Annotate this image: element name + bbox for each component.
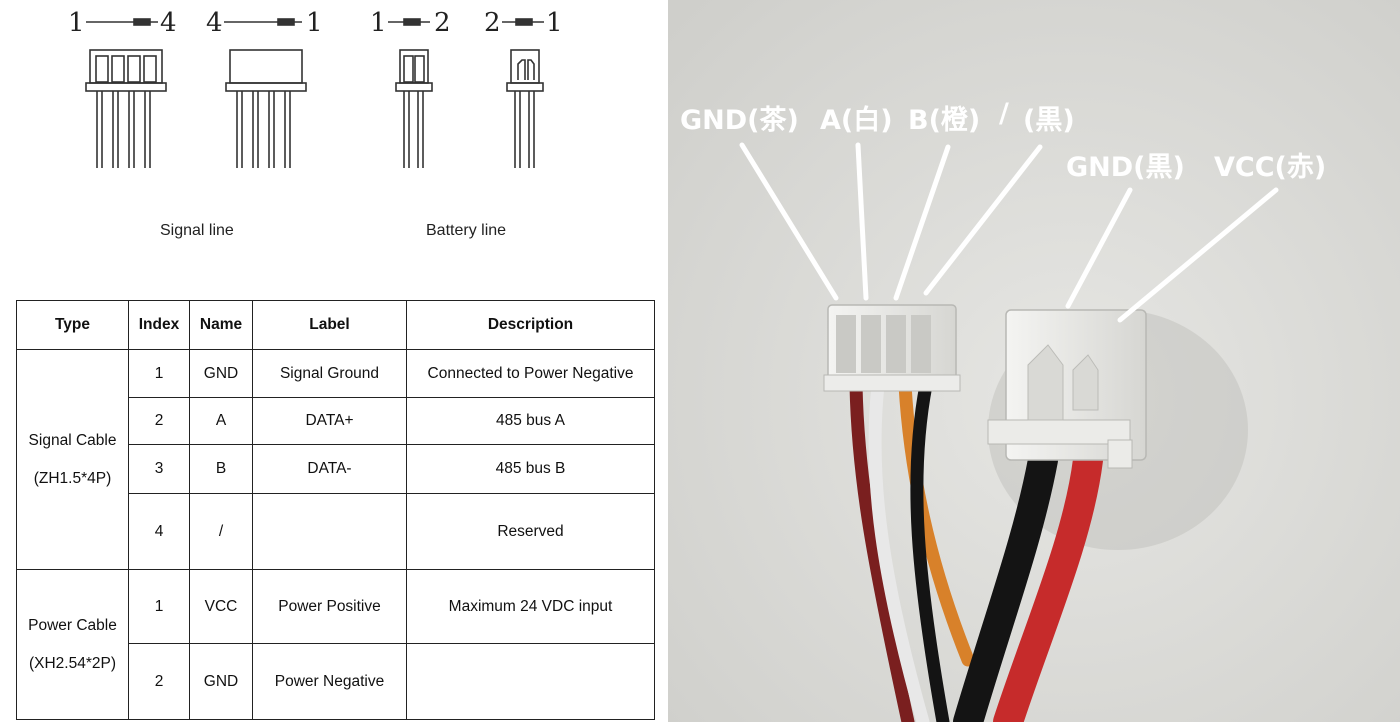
connector-2-left-pin: 4 [206,8,223,38]
arrow-icon [86,18,158,26]
header-type: Type [16,300,129,350]
battery-connector-back [506,49,544,168]
gnd-brown-label: GND(茶) [680,105,799,136]
pinout-table: Type Index Name Label Description Signal… [16,300,655,720]
brown-wire [849,378,915,722]
connector-photo: GND(茶) A(白) B(橙) / (黒) GND(黒) VCC(赤) [668,0,1400,722]
header-label: Label [252,300,407,350]
connector-3-left-pin: 1 [370,8,387,38]
power-connector-housing [987,309,1147,469]
table-row: 2 GND Power Negative [17,643,655,720]
cell-description: Maximum 24 VDC input [406,569,655,644]
arrow-icon [502,18,544,26]
reserved-slash-label: / [999,98,1009,129]
connector-4-left-pin: 2 [484,8,501,38]
table-header-row: Type Index Name Label Description [16,300,655,350]
cell-index: 3 [128,444,190,494]
black-power-wire [953,445,1058,722]
signal-connector-front [85,49,167,168]
cell-index: 2 [128,397,190,445]
black-reserved-label: (黒) [1023,105,1075,136]
signal-connector-housing [823,304,961,392]
header-index: Index [128,300,190,350]
battery-line-caption: Battery line [426,222,507,239]
signal-cable-name: Signal Cable [28,431,117,449]
cell-name: B [189,444,253,494]
connector-2-right-pin: 1 [306,8,323,38]
battery-connector-front [395,49,433,168]
power-cable-model: (XH2.54*2P) [28,654,116,672]
signal-connector-back [225,49,307,168]
cell-description: 485 bus B [406,444,655,494]
cell-index: 4 [128,493,190,570]
cell-description: Reserved [406,493,655,570]
table-row: Power Cable (XH2.54*2P) 1 VCC Power Posi… [16,569,655,720]
cell-description: 485 bus A [406,397,655,445]
cell-label: DATA- [252,444,407,494]
cell-name: / [189,493,253,570]
table-row: Signal Cable (ZH1.5*4P) 1 GND Signal Gro… [16,349,655,570]
arrow-icon [224,18,302,26]
cell-description: Connected to Power Negative [406,349,655,398]
a-white-label: A(白) [820,105,893,136]
cell-description [406,643,655,720]
signal-cable-type-cell: Signal Cable (ZH1.5*4P) [16,349,129,570]
black-signal-wire [910,378,950,722]
header-description: Description [406,300,655,350]
wires [849,378,1103,722]
red-power-wire [993,445,1103,722]
cell-index: 1 [128,569,190,644]
signal-cable-model: (ZH1.5*4P) [33,469,112,487]
gnd-black-label: GND(黒) [1066,152,1185,183]
connector-1-left-pin: 1 [68,8,85,38]
cell-name: VCC [189,569,253,644]
arrow-icon [388,18,430,26]
connector-3-right-pin: 2 [434,8,451,38]
cell-name: A [189,397,253,445]
vcc-red-label: VCC(赤) [1214,152,1327,183]
table-row: 4 / Reserved [17,493,655,570]
cell-index: 2 [128,643,190,720]
connector-1-right-pin: 4 [160,8,177,38]
photo-illustration [668,0,1400,722]
b-orange-label: B(橙) [908,105,981,136]
cell-name: GND [189,643,253,720]
cell-label: Power Negative [252,643,407,720]
cell-label: DATA+ [252,397,407,445]
pinout-panel: 1 4 4 1 1 2 2 1 [0,0,668,722]
power-cable-type-cell: Power Cable (XH2.54*2P) [16,569,129,720]
signal-line-caption: Signal line [160,222,234,239]
cell-index: 1 [128,349,190,398]
white-wire [868,378,930,722]
cell-label [252,493,407,570]
connector-drawings [85,18,544,168]
power-cable-name: Power Cable [28,616,117,634]
pointer-lines [739,142,1279,323]
connector-4-right-pin: 1 [546,8,563,38]
table-row: 3 B DATA- 485 bus B [17,444,655,494]
cell-label: Power Positive [252,569,407,644]
cell-name: GND [189,349,253,398]
cell-label: Signal Ground [252,349,407,398]
header-name: Name [189,300,253,350]
